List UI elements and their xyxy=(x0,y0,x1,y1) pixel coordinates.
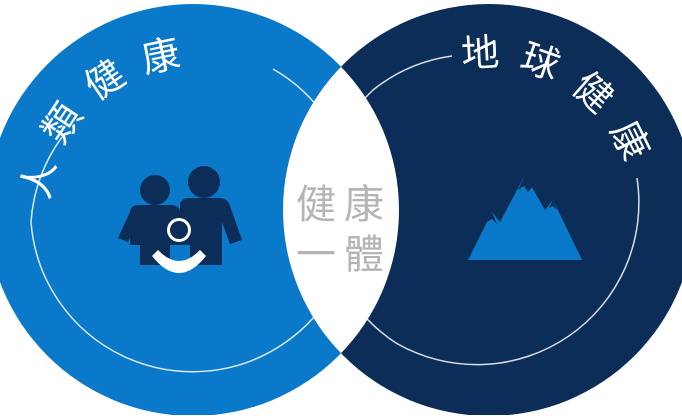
family-icon xyxy=(118,166,242,273)
left-title-char: 人 xyxy=(14,157,65,203)
right-inner-ring xyxy=(321,55,640,366)
left-inner-ring xyxy=(30,68,356,373)
center-text-line1: 健康 xyxy=(296,182,392,228)
left-title-char: 康 xyxy=(138,31,184,82)
right-title-char: 地 xyxy=(460,30,500,76)
planet-health-circle xyxy=(283,4,682,416)
mountain-icon xyxy=(468,175,582,260)
center-text-line2: 一體 xyxy=(296,232,392,278)
